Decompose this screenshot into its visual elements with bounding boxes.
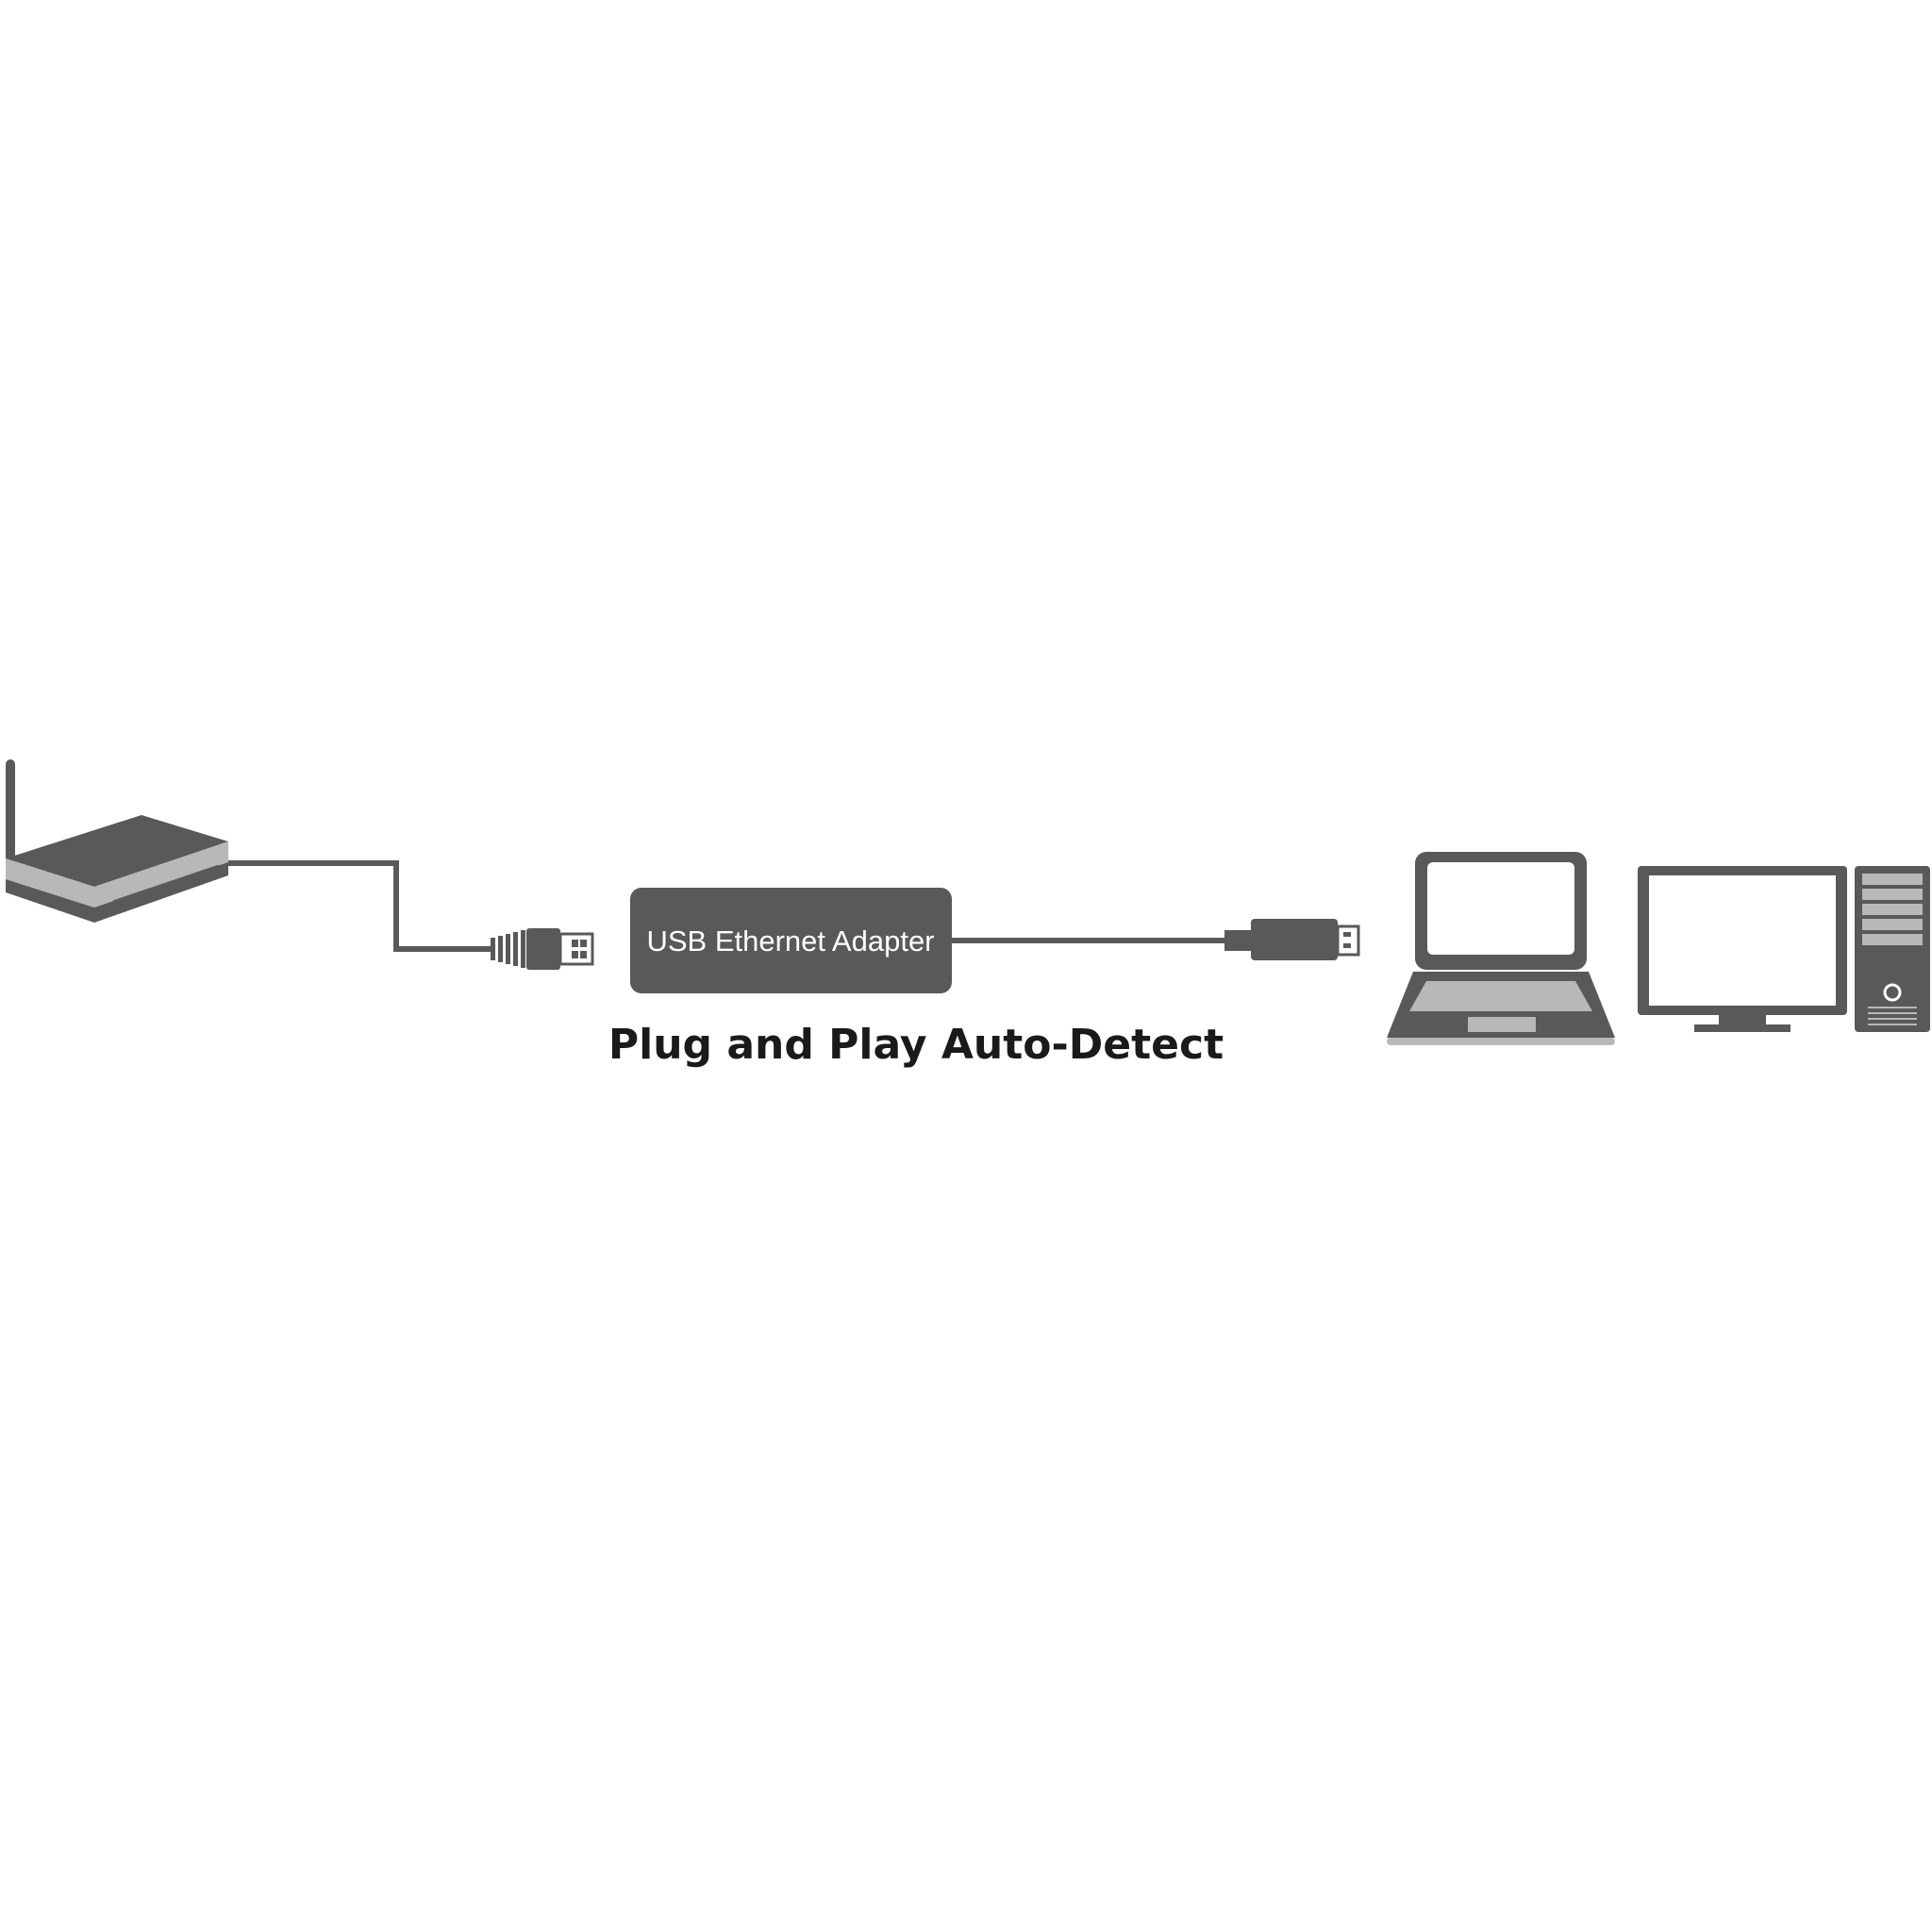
adapter-label: USB Ethernet Adapter — [646, 924, 934, 958]
usb-ethernet-adapter: USB Ethernet Adapter — [630, 888, 952, 993]
desktop-computer-icon — [1638, 866, 1930, 1032]
caption-plug-and-play: Plug and Play Auto-Detect — [608, 1021, 1224, 1069]
router-icon — [6, 759, 228, 923]
ethernet-plug-icon — [491, 928, 594, 970]
usb-plug-icon — [1224, 919, 1360, 960]
laptop-icon — [1387, 852, 1615, 1045]
ethernet-cable — [228, 860, 491, 952]
